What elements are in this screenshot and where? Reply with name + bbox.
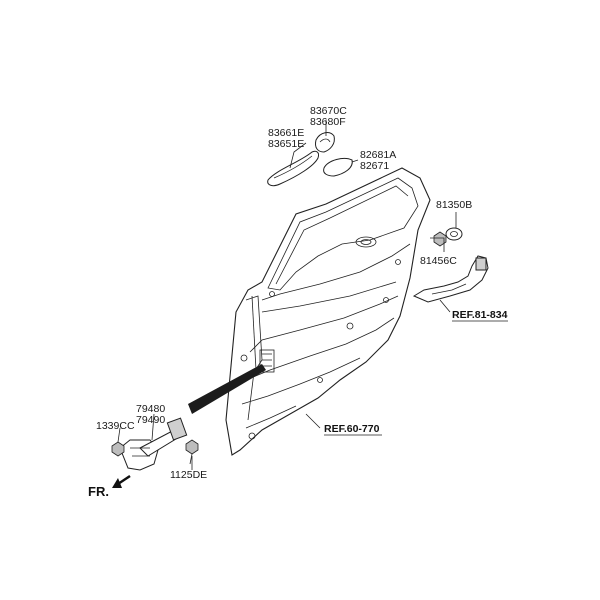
leader-lines bbox=[117, 120, 457, 470]
check-link-guide-band bbox=[188, 364, 266, 414]
latch-actuator bbox=[412, 255, 489, 303]
lock-cylinder bbox=[445, 227, 463, 241]
arrow-lower-left-icon bbox=[112, 475, 131, 488]
label-83670C: 83670C bbox=[310, 105, 347, 117]
label-79480: 79480 bbox=[136, 403, 165, 415]
label-1125DE: 1125DE bbox=[170, 469, 207, 481]
front-direction-label: FR. bbox=[88, 484, 109, 499]
label-1339CC: 1339CC bbox=[96, 420, 135, 432]
label-83661E: 83661E bbox=[268, 127, 304, 139]
label-82681A: 82681A bbox=[360, 149, 396, 161]
screw-81456C bbox=[433, 231, 447, 247]
label-ref-60-770: REF.60-770 bbox=[324, 423, 380, 435]
label-82671: 82671 bbox=[360, 160, 389, 172]
label-83680F: 83680F bbox=[310, 116, 346, 128]
label-81350B: 81350B bbox=[436, 199, 472, 211]
label-79490: 79490 bbox=[136, 414, 165, 426]
outside-handle bbox=[267, 150, 319, 187]
bolt-1125DE bbox=[185, 439, 199, 465]
handle-escutcheon bbox=[323, 157, 353, 177]
label-81456C: 81456C bbox=[420, 255, 457, 267]
door-checker bbox=[119, 417, 188, 471]
label-ref-81-834: REF.81-834 bbox=[452, 309, 508, 321]
handle-cover bbox=[315, 132, 335, 153]
label-83651E: 83651E bbox=[268, 138, 304, 150]
rear-door-panel bbox=[225, 167, 431, 456]
